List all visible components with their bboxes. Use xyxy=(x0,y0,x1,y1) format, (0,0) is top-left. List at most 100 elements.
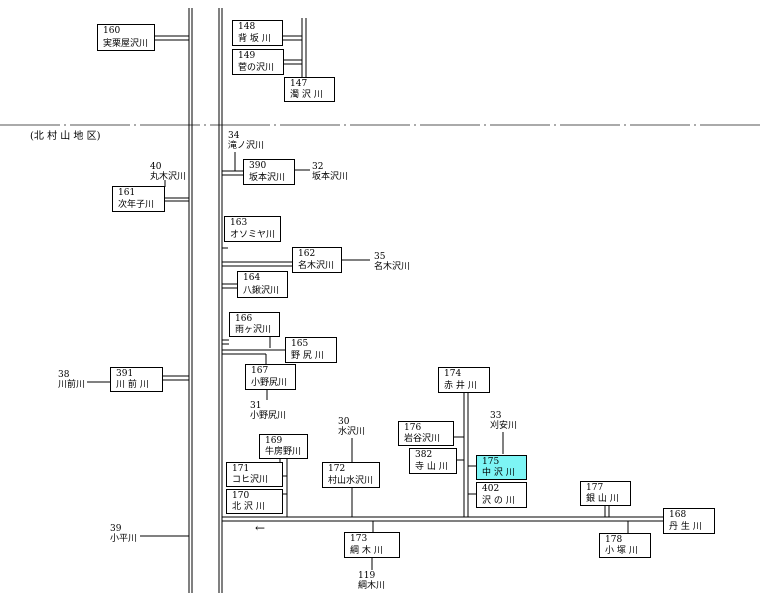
river-box-148[interactable]: 148 背 坂 川 xyxy=(232,20,283,46)
river-label-30: 30 水沢川 xyxy=(338,417,365,437)
river-box-174[interactable]: 174 赤 井 川 xyxy=(438,367,490,393)
river-box-390[interactable]: 390 坂本沢川 xyxy=(243,159,295,185)
river-number: 162 xyxy=(298,249,316,259)
river-label-35: 35 名木沢川 xyxy=(374,252,410,272)
river-name: 坂本沢川 xyxy=(249,173,286,183)
river-name: 岩谷沢川 xyxy=(404,434,441,444)
river-number: 169 xyxy=(265,436,283,446)
river-name: 小野尻川 xyxy=(251,378,288,388)
river-number: 168 xyxy=(669,510,687,520)
river-name: 村山水沢川 xyxy=(328,476,374,486)
river-name: 綱 木 川 xyxy=(350,546,383,556)
river-box-149[interactable]: 149 菅の沢川 xyxy=(232,49,284,75)
label-number: 30 xyxy=(338,417,350,427)
river-label-40: 40 丸木沢川 xyxy=(150,162,186,182)
river-box-175-highlighted[interactable]: 175 中 沢 川 xyxy=(476,455,527,480)
label-number: 35 xyxy=(374,252,386,262)
river-box-164[interactable]: 164 八鍬沢川 xyxy=(237,271,288,298)
river-box-171[interactable]: 171 コヒ沢川 xyxy=(226,462,283,487)
river-number: 166 xyxy=(235,314,253,324)
river-box-160[interactable]: 160 実栗屋沢川 xyxy=(97,24,155,51)
river-label-32: 32 坂本沢川 xyxy=(312,162,348,182)
river-number: 167 xyxy=(251,366,269,376)
label-name: 坂本沢川 xyxy=(312,172,349,182)
river-box-391[interactable]: 391 川 前 川 xyxy=(110,367,163,392)
label-number: 34 xyxy=(228,131,240,141)
river-box-163[interactable]: 163 オソミヤ川 xyxy=(224,216,281,242)
region-label: (北 村 山 地 区) xyxy=(30,131,103,143)
river-number: 402 xyxy=(482,484,500,494)
river-label-38: 38 川前川 xyxy=(58,370,85,390)
label-number: 32 xyxy=(312,162,324,172)
label-number: 40 xyxy=(150,162,162,172)
river-name: 濁 沢 川 xyxy=(290,90,323,100)
river-number: 173 xyxy=(350,534,368,544)
label-number: 38 xyxy=(58,370,70,380)
river-box-402[interactable]: 402 沢 の 川 xyxy=(476,482,527,508)
label-number: 33 xyxy=(490,411,502,421)
label-name: 小平川 xyxy=(110,534,138,544)
label-number: 31 xyxy=(250,401,262,411)
river-name: 菅の沢川 xyxy=(238,63,275,73)
river-box-167[interactable]: 167 小野尻川 xyxy=(245,364,296,390)
river-label-31: 31 小野尻川 xyxy=(250,401,286,421)
river-name: 名木沢川 xyxy=(298,261,335,271)
river-number: 176 xyxy=(404,423,422,433)
river-label-34: 34 滝ノ沢川 xyxy=(228,131,264,151)
river-box-178[interactable]: 178 小 塚 川 xyxy=(599,533,651,558)
river-name: 野 尻 川 xyxy=(291,351,324,361)
river-number: 178 xyxy=(605,535,623,545)
river-box-382[interactable]: 382 寺 山 川 xyxy=(409,448,457,474)
river-name: 銀 山 川 xyxy=(586,494,619,504)
river-number: 160 xyxy=(103,26,121,36)
river-name: コヒ沢川 xyxy=(232,475,269,485)
river-box-161[interactable]: 161 次年子川 xyxy=(112,186,165,212)
label-number: 119 xyxy=(358,571,376,581)
label-name: 水沢川 xyxy=(338,427,366,437)
river-box-168[interactable]: 168 丹 生 川 xyxy=(663,508,715,534)
river-label-33: 33 刈安川 xyxy=(490,411,517,431)
river-name: 中 沢 川 xyxy=(482,468,515,478)
label-name: 刈安川 xyxy=(490,421,518,431)
river-box-166[interactable]: 166 雨ヶ沢川 xyxy=(229,312,280,337)
river-box-173[interactable]: 173 綱 木 川 xyxy=(344,532,400,558)
label-name: 名木沢川 xyxy=(374,262,411,272)
river-number: 172 xyxy=(328,464,346,474)
river-name: オソミヤ川 xyxy=(230,230,276,240)
river-number: 390 xyxy=(249,161,267,171)
river-box-176[interactable]: 176 岩谷沢川 xyxy=(398,421,454,446)
label-name: 滝ノ沢川 xyxy=(228,141,265,151)
river-number: 149 xyxy=(238,51,256,61)
river-number: 382 xyxy=(415,450,433,460)
river-number: 174 xyxy=(444,369,462,379)
river-name: 小 塚 川 xyxy=(605,546,638,556)
river-number: 170 xyxy=(232,491,250,501)
label-name: 綱木川 xyxy=(358,581,386,591)
label-name: 丸木沢川 xyxy=(150,172,187,182)
river-box-162[interactable]: 162 名木沢川 xyxy=(292,247,342,273)
river-label-119: 119 綱木川 xyxy=(358,571,385,591)
river-box-177[interactable]: 177 銀 山 川 xyxy=(580,481,631,506)
flow-direction-arrow-icon: ← xyxy=(255,521,266,535)
river-box-172[interactable]: 172 村山水沢川 xyxy=(322,462,380,488)
river-name: 牛房野川 xyxy=(265,447,302,457)
river-name: 雨ヶ沢川 xyxy=(235,325,272,335)
river-box-169[interactable]: 169 牛房野川 xyxy=(259,434,308,459)
river-name: 八鍬沢川 xyxy=(243,286,280,296)
river-number: 164 xyxy=(243,273,261,283)
river-box-147[interactable]: 147 濁 沢 川 xyxy=(284,77,335,102)
river-name: 次年子川 xyxy=(118,200,155,210)
river-number: 171 xyxy=(232,464,250,474)
river-number: 391 xyxy=(116,369,134,379)
river-name: 背 坂 川 xyxy=(238,34,271,44)
river-box-165[interactable]: 165 野 尻 川 xyxy=(285,337,337,363)
river-name: 丹 生 川 xyxy=(669,522,702,532)
river-name: 実栗屋沢川 xyxy=(103,39,149,49)
river-number: 163 xyxy=(230,218,248,228)
label-name: 小野尻川 xyxy=(250,411,287,421)
river-name: 沢 の 川 xyxy=(482,496,515,506)
river-number: 147 xyxy=(290,79,308,89)
river-box-170[interactable]: 170 北 沢 川 xyxy=(226,489,283,514)
river-number: 165 xyxy=(291,339,309,349)
